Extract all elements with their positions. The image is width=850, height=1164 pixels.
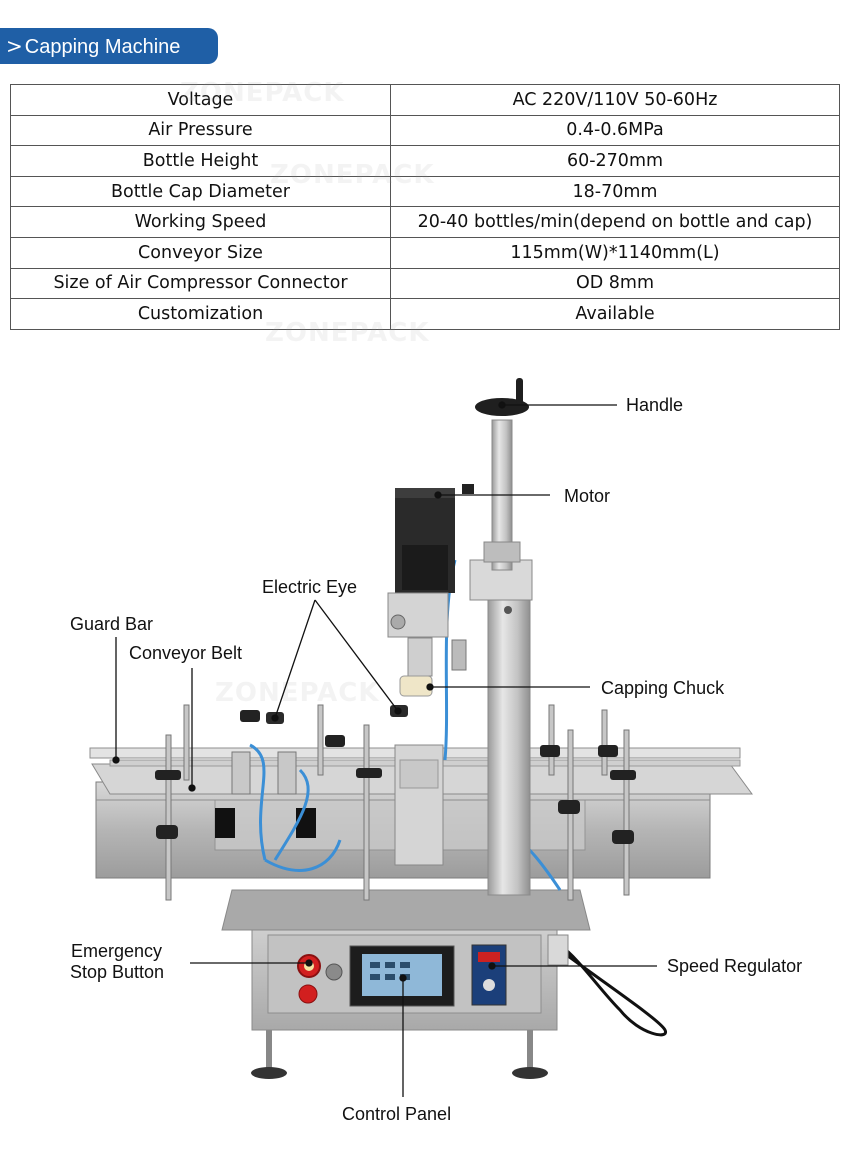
adjust-knobs: [155, 710, 636, 844]
label-guard-bar: Guard Bar: [70, 614, 154, 634]
control-panel-area: [297, 944, 507, 1007]
spec-value: 0.4-0.6MPa: [390, 114, 840, 147]
spec-value: OD 8mm: [390, 267, 840, 300]
spec-value: AC 220V/110V 50-60Hz: [390, 84, 840, 116]
label-control-panel: Control Panel: [342, 1104, 452, 1124]
clamp-blocks: [215, 751, 316, 838]
spec-key: Customization: [10, 298, 391, 330]
handle-wheel: [475, 378, 529, 416]
spec-key: Conveyor Size: [10, 236, 391, 269]
label-electric-eye: Electric Eye: [262, 577, 358, 597]
section-title: Capping Machine: [24, 36, 181, 58]
label-capping-chuck: Capping Chuck: [601, 678, 725, 698]
spec-value: 20-40 bottles/min(depend on bottle and c…: [390, 206, 840, 238]
bottle-holder: [394, 744, 444, 866]
chevron-right-icon: >: [6, 34, 23, 58]
spec-value: 115mm(W)*1140mm(L): [390, 236, 840, 269]
capping-head: [387, 484, 474, 697]
spec-value: Available: [390, 298, 840, 330]
electric-eye-sensors: [266, 705, 408, 724]
label-speed-regulator: Speed Regulator: [667, 956, 803, 976]
spec-key: Working Speed: [10, 206, 391, 238]
spec-key: Size of Air Compressor Connector: [10, 267, 391, 300]
label-motor: Motor: [564, 486, 611, 506]
watermark: ZONEPACK: [215, 678, 380, 708]
watermark: ZONEPACK: [265, 318, 430, 348]
label-emergency-stop-line1: Emergency: [71, 941, 163, 961]
spec-value: 60-270mm: [390, 145, 840, 177]
spec-key: Air Pressure: [10, 114, 391, 147]
spec-value: 18-70mm: [390, 175, 840, 208]
power-cable: [559, 943, 667, 1037]
watermark: ZONEPACK: [270, 160, 435, 190]
vertical-column: [469, 419, 533, 896]
label-emergency-stop-line2: Stop Button: [70, 962, 165, 982]
label-handle: Handle: [626, 395, 684, 415]
spec-key: Voltage: [10, 84, 391, 116]
capping-machine-illustration: [89, 378, 753, 1097]
label-conveyor-belt: Conveyor Belt: [129, 643, 243, 663]
section-title-tag: >Capping Machine: [0, 28, 218, 64]
guide-posts: [165, 704, 630, 901]
spec-key: Bottle Height: [10, 145, 391, 177]
watermark: ZONEPACK: [180, 78, 345, 108]
machine-feet: [251, 1025, 548, 1079]
spec-key: Bottle Cap Diameter: [10, 175, 391, 208]
callout-lines: [112, 401, 657, 1097]
air-connector: [547, 934, 569, 966]
